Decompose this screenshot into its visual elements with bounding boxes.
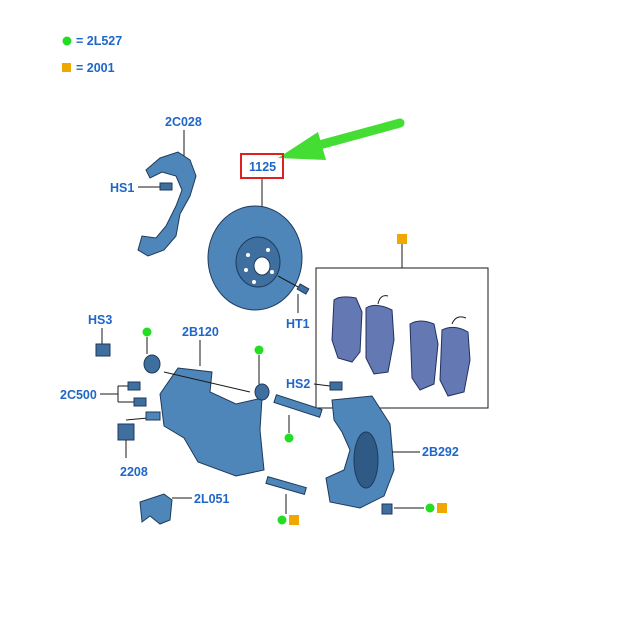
pads-kit-orange-square-icon <box>397 234 407 244</box>
legend-orange-square-icon <box>62 63 71 72</box>
marker-orange-square-icon <box>437 503 447 513</box>
legend-item-2001: = 2001 <box>76 61 115 75</box>
legend: = 2L527 = 2001 <box>62 34 122 75</box>
callout-2b120[interactable]: 2B120 <box>182 325 219 339</box>
splash-shield-part <box>137 151 197 257</box>
leader-ht1 <box>277 275 301 289</box>
2208-part <box>117 423 135 441</box>
marker-green-dot-icon <box>142 327 152 337</box>
callout-1125[interactable]: 1125 <box>249 160 276 174</box>
guide-axis-line <box>163 371 251 393</box>
callout-hs2[interactable]: HS2 <box>286 377 310 391</box>
callout-2b292[interactable]: 2B292 <box>422 445 459 459</box>
2l051-part <box>139 493 173 525</box>
2208-pin-part <box>145 411 161 421</box>
leader-hs2 <box>313 383 331 387</box>
pointer-arrow-icon <box>278 118 405 160</box>
leader-2c500 <box>100 385 134 403</box>
bleed-screw-part <box>381 503 393 515</box>
marker-green-dot-icon <box>425 503 435 513</box>
callout-2c028[interactable]: 2C028 <box>165 115 202 129</box>
marker-orange-square-icon <box>289 515 299 525</box>
caliper-carrier-part <box>159 367 265 477</box>
2c500-bolt-a-part <box>127 381 141 391</box>
legend-item-2l527: = 2L527 <box>76 34 122 48</box>
guide-pin-part <box>273 394 323 418</box>
brake-disc-part <box>207 205 303 311</box>
guide-boot-part <box>143 354 161 374</box>
callout-2208[interactable]: 2208 <box>120 465 148 479</box>
legend-green-dot-icon <box>62 36 72 46</box>
marker-green-dot-icon <box>277 515 287 525</box>
callout-hs1[interactable]: HS1 <box>110 181 134 195</box>
marker-green-dot-icon <box>284 433 294 443</box>
lower-guide-pin-part <box>265 476 307 496</box>
marker-green-dot-icon <box>254 345 264 355</box>
callout-2l051[interactable]: 2L051 <box>194 492 229 506</box>
hs1-screw-part <box>159 182 173 191</box>
hs3-bolt-part <box>95 343 111 357</box>
leader-2208 <box>125 417 149 458</box>
highlight-box <box>240 153 284 179</box>
brake-pads-part <box>331 295 471 397</box>
callout-ht1[interactable]: HT1 <box>286 317 310 331</box>
guide-boot-b-part <box>254 383 270 401</box>
callout-2c500[interactable]: 2C500 <box>60 388 97 402</box>
hs2-bolt-part <box>329 381 343 391</box>
ht1-part <box>296 283 310 295</box>
callout-hs3[interactable]: HS3 <box>88 313 112 327</box>
2c500-bolt-b-part <box>133 397 147 407</box>
caliper-piston-part <box>353 431 379 489</box>
